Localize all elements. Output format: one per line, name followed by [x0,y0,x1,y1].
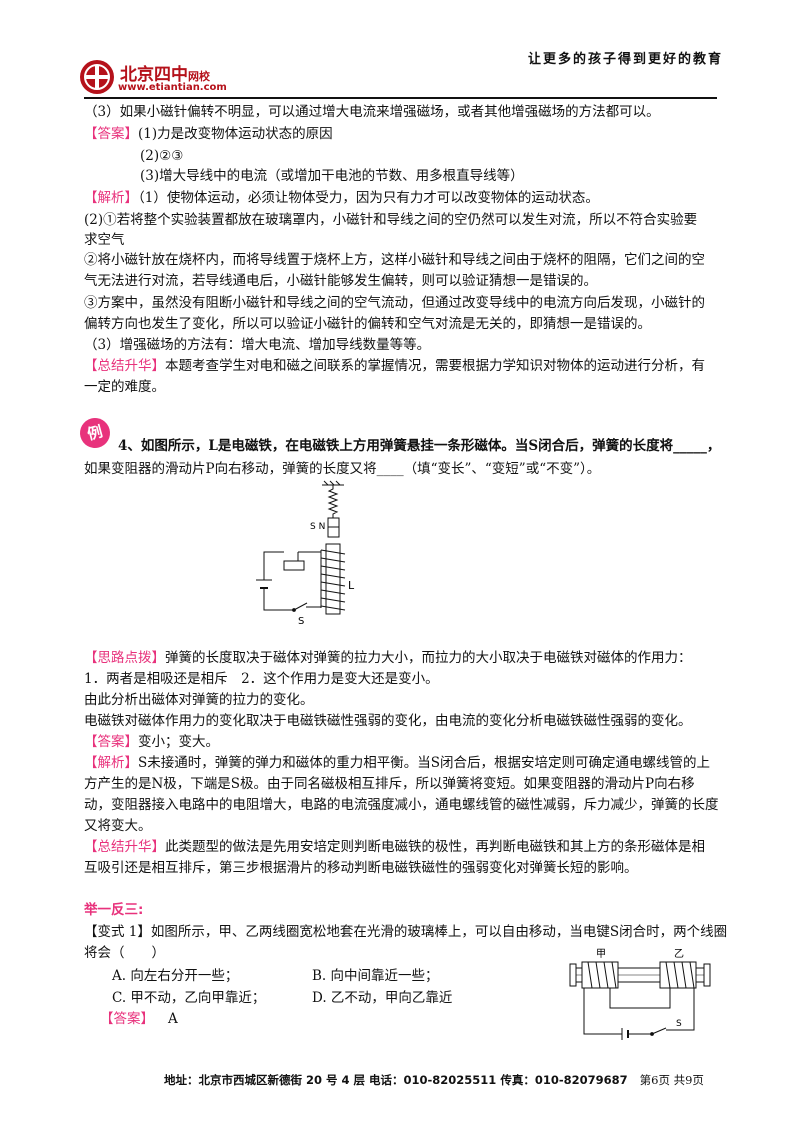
hint-line-3: 由此分析出磁体对弹簧的拉力的变化。 [84,692,314,708]
summary-tag: 【总结升华】 [84,358,165,374]
variant-question-line-1: 【变式 1】如图所示，甲、乙两线圈宽松地套在光滑的玻璃棒上，可以自由移动，当电键… [84,924,728,940]
option-c: C. 甲不动，乙向甲靠近； [112,990,266,1006]
analysis-line-3b: 气无法进行对流，若导线通电后，小磁针能够发生偏转，则可以验证猜想一是错误的。 [84,273,597,289]
example-question-line-2: 如果变阻器的滑动片P向右移动，弹簧的长度又将____（填“变长”、“变短”或“不… [84,461,601,477]
analysis-tag: 【解析】 [84,755,138,771]
variant-answer: 【答案】A [100,1011,178,1027]
magnet-label: S N [310,522,325,532]
answer-tag: 【答案】 [100,1011,154,1027]
example-question-line-1: 4、如图所示，L是电磁铁，在电磁铁上方用弹簧悬挂一条形磁体。当S闭合后，弹簧的长… [118,438,721,454]
example-summary-line-1: 【总结升华】此类题型的做法是先用安培定则判断电磁铁的极性，再判断电磁铁和其上方的… [84,839,705,855]
coil-jia [581,961,619,989]
circuit-wires [263,551,321,611]
brand-cn: 北京四中 [120,65,188,85]
answer-line-2: (2)②③ [140,148,184,164]
coil-label: L [348,579,355,592]
q3-text: （3）如果小磁针偏转不明显，可以通过增大电流来增强磁场，或者其他增强磁场的方法都… [84,104,660,120]
switch-label: S [298,616,304,627]
brand-net: 网校 [188,70,210,83]
header: 北京四中网校 www.etiantian.com 让更多的孩子得到更好的教育 [0,0,800,102]
answer-line-3: (3)增大导线中的电流（或增加干电池的节数、用多根直导线等） [140,168,524,184]
switch-label: S [676,1019,682,1029]
analysis-line-4a: ③方案中，虽然没有阻断小磁针和导线之间的空气流动，但通过改变导线中的电流方向后发… [84,295,705,311]
label-jia: 甲 [596,949,606,960]
hint-line-4: 电磁铁对磁体作用力的变化取决于电磁铁磁性强弱的变化，由电流的变化分析电磁铁磁性强… [84,713,692,729]
option-a: A. 向左右分开一些； [112,968,239,984]
logo-icon [80,60,114,94]
battery-icon [256,579,272,589]
two-coils-figure: 甲 乙 S [569,948,711,1040]
analysis-line-1: 【解析】（1）使物体运动，必须让物体受力，因为只有力才可以改变物体的运动状态。 [84,190,599,206]
answer-tag: 【答案】 [84,734,138,750]
example-analysis-line-4: 又将变大。 [84,818,152,834]
footer: 地址：北京市西城区新德街 20 号 4 层 电话：010-82025511 传真… [164,1072,704,1088]
brand-url: www.etiantian.com [118,82,227,93]
example-analysis-line-2: 方产生的是N极，下端是S极。由于同名磁极相互排斥，所以弹簧将变短。如果变阻器的滑… [84,776,695,792]
example-answer: 【答案】变小；变大。 [84,734,219,750]
rheostat [283,560,305,571]
option-d: D. 乙不动，甲向乙靠近 [312,990,453,1006]
analysis-tag: 【解析】 [84,190,138,206]
connecting-wires [583,988,695,1035]
analysis-line-4b: 偏转方向也发生了变化，所以可以验证小磁针的偏转和空气对流是无关的，即猜想一是错误… [84,316,651,332]
analysis-line-2a: (2)①若将整个实验装置都放在玻璃罩内，小磁针和导线之间的空仍然可以发生对流，所… [84,212,698,228]
page-number: 第6页 共9页 [639,1073,704,1087]
battery-icon [621,1028,636,1040]
slogan: 让更多的孩子得到更好的教育 [528,52,724,67]
variant-heading: 举一反三: [84,902,144,918]
hint-line-1: 【思路点拨】弹簧的长度取决于磁体对弹簧的拉力大小，而拉力的大小取决于电磁铁对磁体… [84,650,692,666]
coil-core [325,543,341,615]
example-summary-line-2: 互吸引还是相互排斥，第三步根据滑片的移动判断电磁铁磁性的强弱变化对弹簧长短的影响… [84,860,638,876]
label-yi: 乙 [674,948,684,960]
analysis-line-5: （3）增强磁场的方法有：增大电流、增加导线数量等等。 [84,337,431,353]
summary-line-2: 一定的难度。 [84,379,165,395]
switch-icon [292,602,308,612]
brand-name: 北京四中网校 [120,60,210,85]
hint-tag: 【思路点拨】 [84,650,165,666]
coil-windings [320,549,346,611]
option-b: B. 向中间靠近一些； [312,968,439,984]
example-badge: 例 [76,414,114,452]
header-rule [84,97,717,99]
answer-tag: 【答案】 [84,126,138,142]
analysis-line-3a: ②将小磁针放在烧杯内，而将导线置于烧杯上方，这样小磁针和导线之间由于烧杯的阻隔，… [84,252,705,268]
summary-tag: 【总结升华】 [84,839,165,855]
variant-tag: 【变式 1】 [84,924,151,940]
analysis-line-2b: 求空气 [84,232,125,248]
summary-line-1: 【总结升华】本题考查学生对电和磁之间联系的掌握情况，需要根据力学知识对物体的运动… [84,358,705,374]
electromagnet-figure: S N L S [256,480,355,627]
spring-icon [327,485,339,518]
example-analysis-line-3: 动，变阻器接入电路中的电阻增大，电路的电流强度减小，通电螺线管的磁性减弱，斥力减… [84,797,719,813]
example-analysis-line-1: 【解析】S未接通时，弹簧的弹力和磁体的重力相平衡。当S闭合后，根据安培定则可确定… [84,755,710,771]
coil-yi [659,961,697,989]
answer-line-1: 【答案】(1)力是改变物体运动状态的原因 [84,126,333,142]
hint-line-2: 1．两者是相吸还是相斥 2．这个作用力是变大还是变小。 [84,671,439,687]
footer-address: 地址：北京市西城区新德街 20 号 4 层 电话：010-82025511 传真… [164,1073,628,1087]
switch-icon [650,1027,667,1036]
variant-question-line-2: 将会（ ） [84,945,165,961]
ceiling-hatch [322,480,344,486]
